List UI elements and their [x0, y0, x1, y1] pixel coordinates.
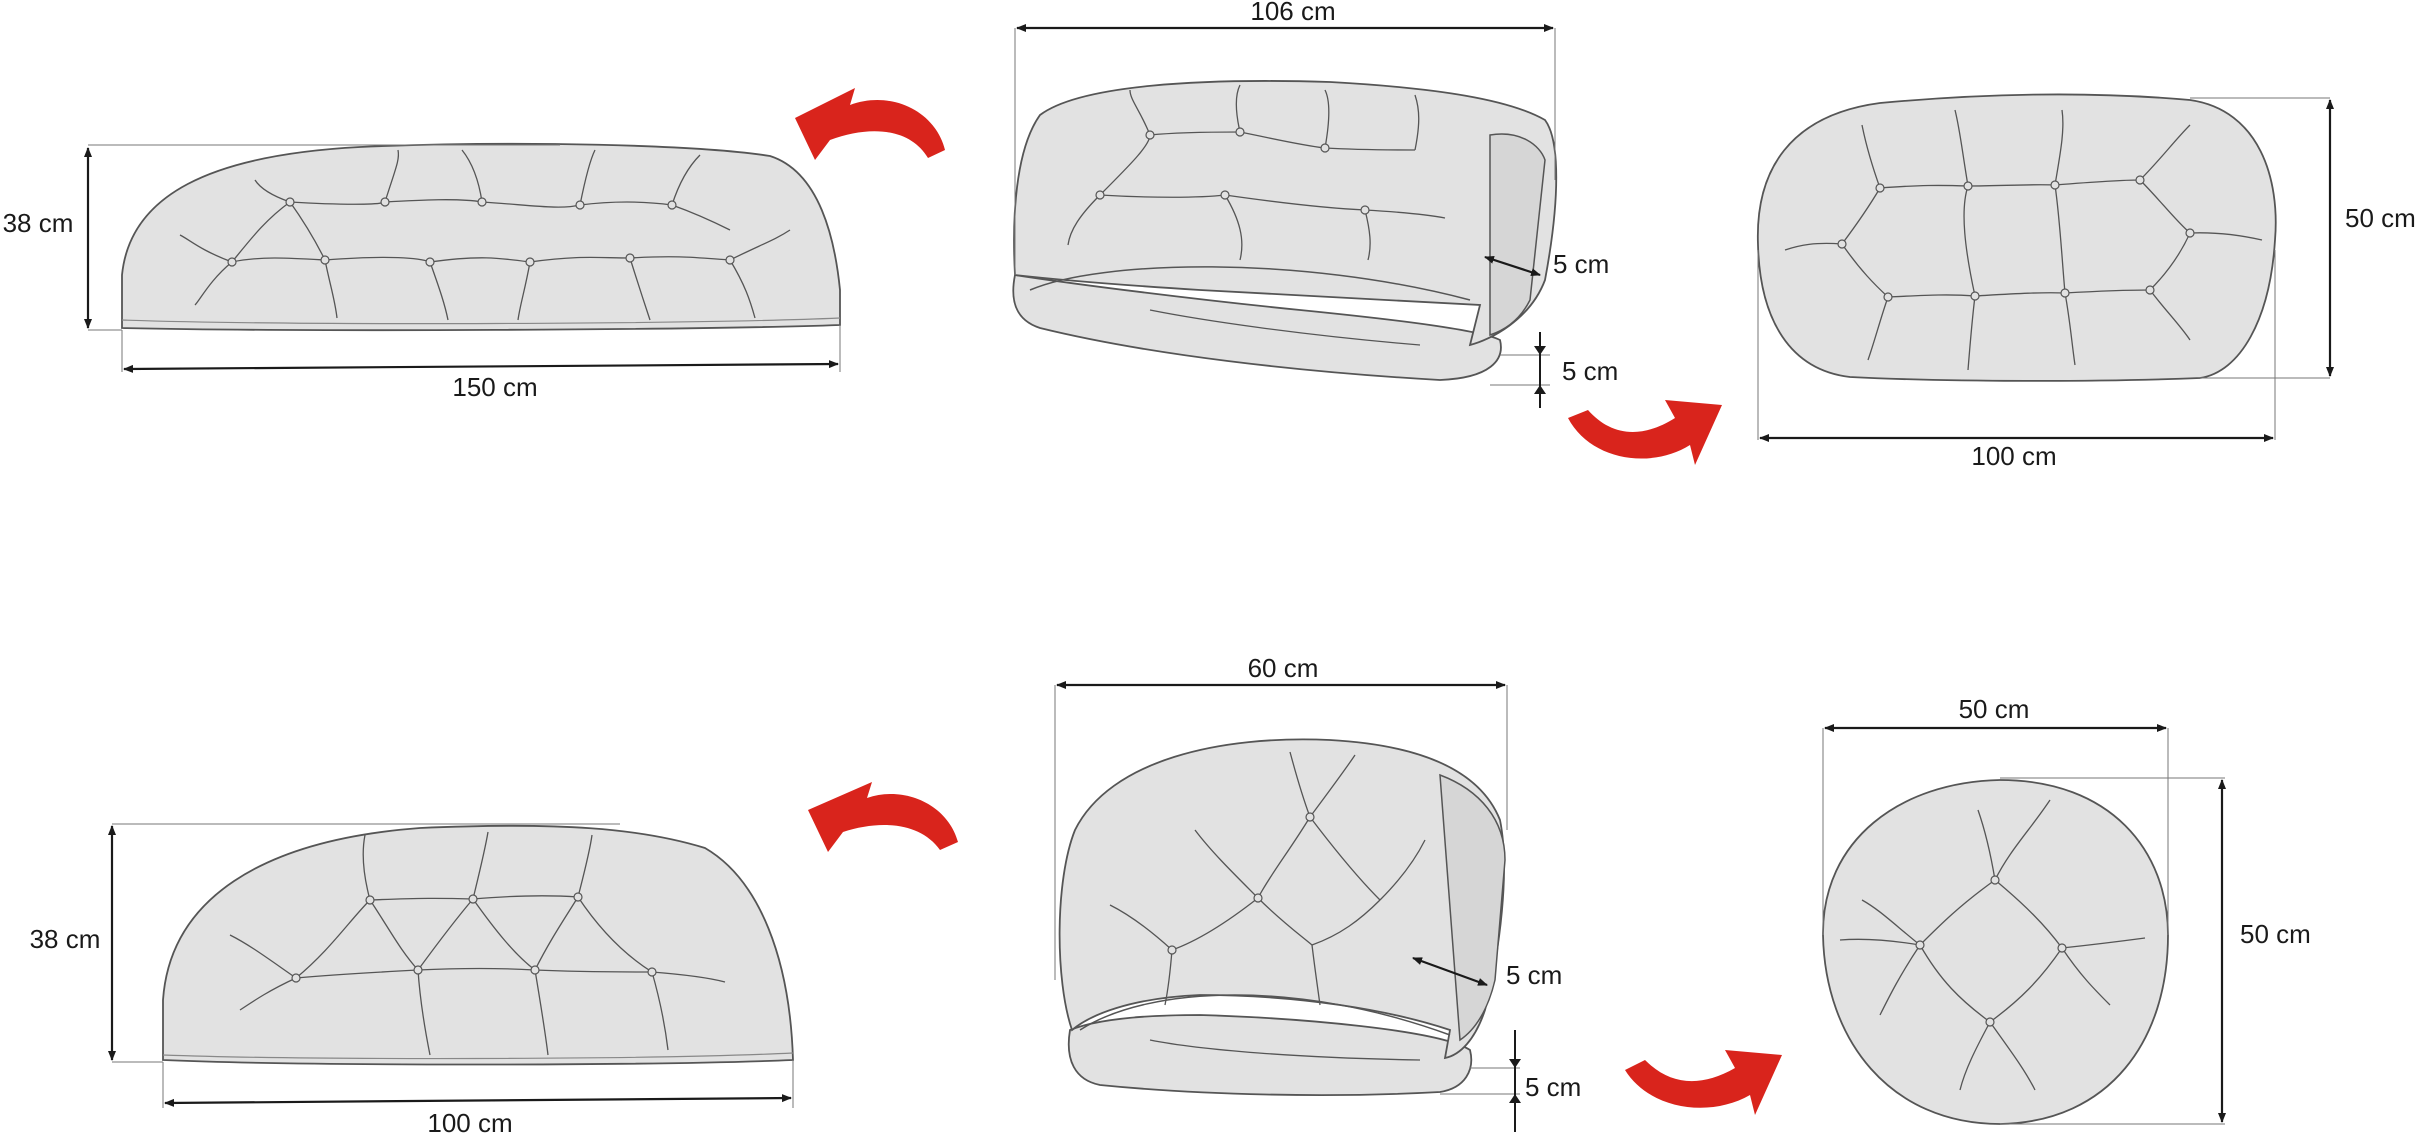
back-height-label: 38 cm	[30, 924, 101, 954]
tuft-buttons	[1915, 875, 2067, 1027]
tufting-lines	[179, 149, 791, 321]
cushion-body	[1822, 779, 2169, 1125]
bottom-seat-cushion: 50 cm 50 cm	[1822, 694, 2311, 1125]
back-cushion	[1013, 80, 1558, 347]
curved-arrow-left-icon	[808, 782, 958, 852]
back-height-label: 38 cm	[3, 208, 74, 238]
back-thickness-line	[1484, 255, 1541, 277]
top-assembled-cushion: 106 cm 5 cm 5 cm	[1012, 0, 1618, 408]
tuft-buttons	[1095, 127, 1370, 215]
back-width-label: 100 cm	[427, 1108, 512, 1138]
back-width-label: 150 cm	[452, 372, 537, 402]
cushion-body	[162, 824, 794, 1066]
seat-depth-label: 50 cm	[2345, 203, 2416, 233]
back-thickness-line	[1412, 956, 1488, 987]
seat-width-label: 100 cm	[1971, 441, 2056, 471]
width-dimension-line	[164, 1094, 792, 1107]
cushion-body	[121, 142, 841, 332]
tufting-lines	[1109, 751, 1426, 1061]
seat-thickness-label: 5 cm	[1562, 356, 1618, 386]
back-thickness-label: 5 cm	[1506, 960, 1562, 990]
width-dimension-line	[123, 360, 839, 373]
assembled-width-label: 106 cm	[1250, 0, 1335, 26]
tufting-lines	[1067, 84, 1446, 346]
tufting-lines	[229, 831, 726, 1056]
tufting-lines	[1839, 799, 2146, 1091]
curved-arrow-right-icon	[1568, 400, 1722, 465]
tuft-buttons	[1837, 175, 2195, 302]
top-back-cushion: 38 cm 150 cm	[3, 142, 841, 402]
curved-arrow-left-icon	[795, 88, 945, 160]
tuft-buttons	[291, 892, 657, 983]
back-thickness-label: 5 cm	[1553, 249, 1609, 279]
assembled-width-label: 60 cm	[1248, 653, 1319, 683]
cushion-body	[1756, 93, 2277, 382]
seat-width-label: 50 cm	[1959, 694, 2030, 724]
tuft-buttons	[227, 197, 735, 267]
bottom-back-cushion: 38 cm 100 cm	[30, 823, 794, 1138]
back-cushion	[1058, 738, 1505, 1060]
tufting-lines	[1784, 109, 2263, 371]
curved-arrow-right-icon	[1625, 1050, 1782, 1115]
seat-thickness-label: 5 cm	[1525, 1072, 1581, 1102]
bottom-assembled-cushion: 60 cm 5 cm 5 cm	[1054, 653, 1581, 1132]
tuft-buttons	[1167, 812, 1315, 955]
top-seat-cushion: 50 cm 100 cm	[1756, 93, 2416, 471]
seat-depth-label: 50 cm	[2240, 919, 2311, 949]
seat-cushion	[1067, 1014, 1473, 1096]
